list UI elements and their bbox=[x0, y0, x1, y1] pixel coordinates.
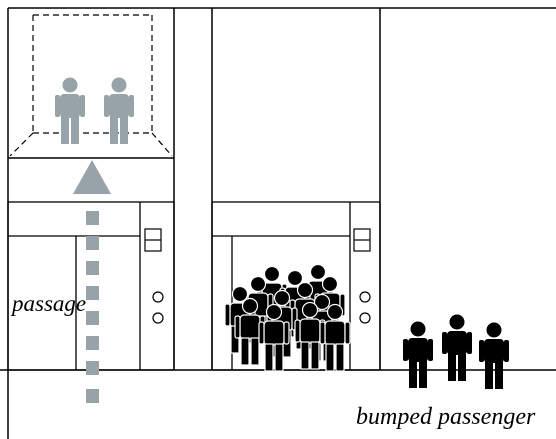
call-button-icon bbox=[353, 228, 371, 324]
ghost-elevator-car bbox=[9, 14, 173, 157]
call-button-icon bbox=[144, 228, 164, 324]
passage-label: passage bbox=[12, 291, 87, 316]
person-icon bbox=[403, 321, 433, 388]
bumped-passengers bbox=[403, 314, 509, 389]
arrow-up-icon bbox=[73, 160, 111, 403]
ghost-person-icon bbox=[55, 77, 85, 144]
person-icon bbox=[442, 314, 472, 381]
bumped-passenger-label: bumped passenger bbox=[356, 404, 536, 430]
crowd bbox=[224, 263, 351, 372]
person-icon bbox=[479, 322, 509, 389]
ghost-person-icon bbox=[104, 77, 134, 144]
building-structure bbox=[0, 7, 556, 439]
